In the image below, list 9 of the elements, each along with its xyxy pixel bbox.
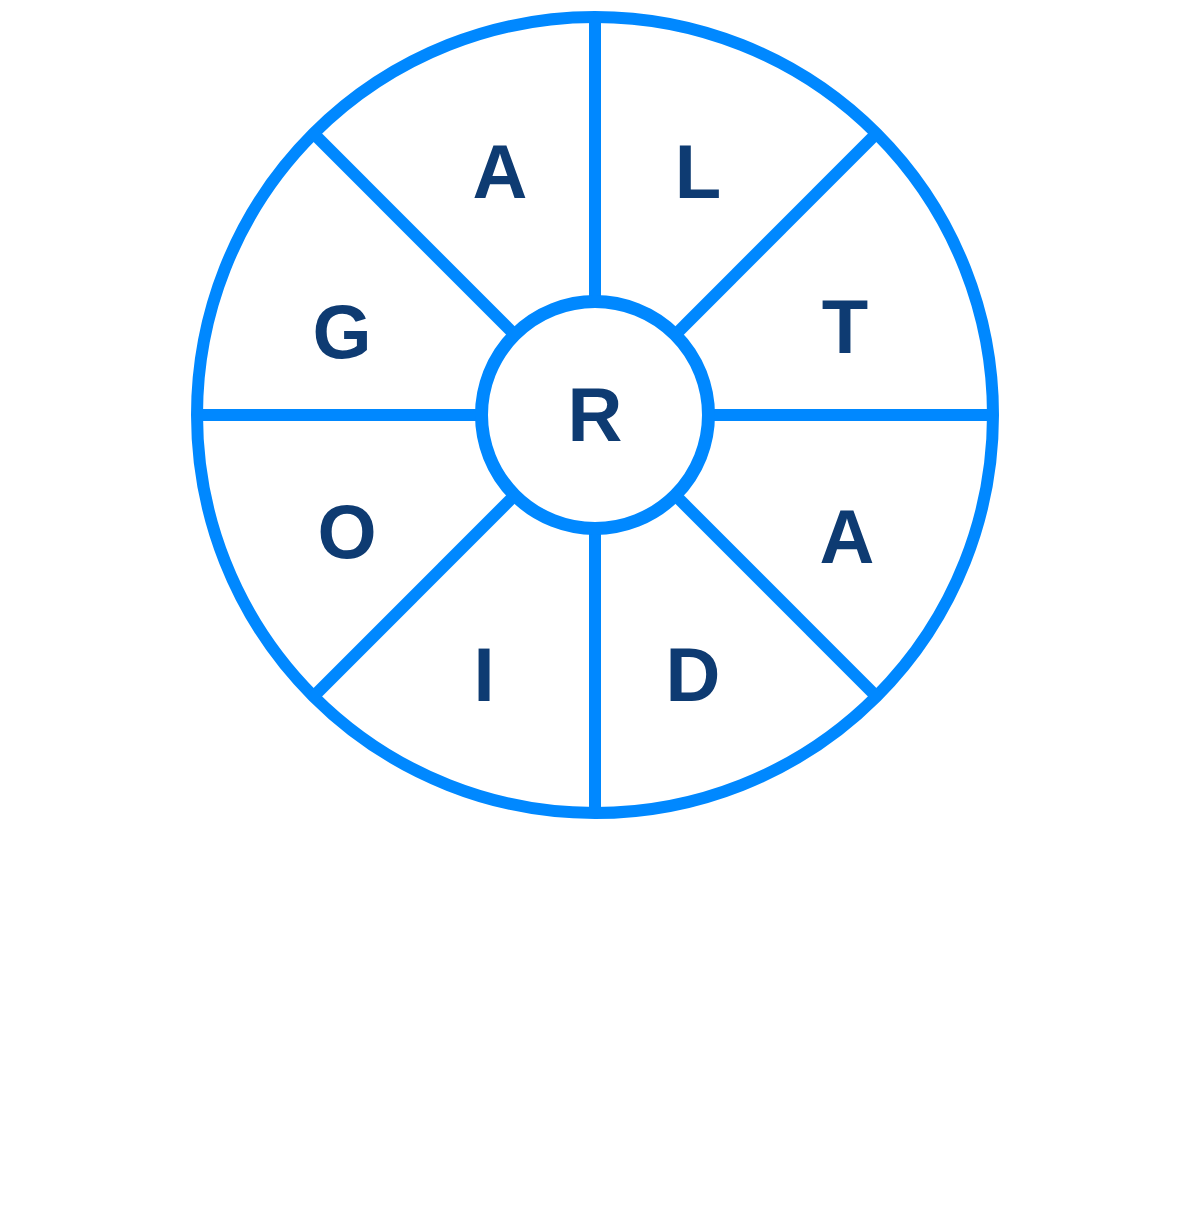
wheel-letter: D <box>648 630 738 720</box>
center-letter: R <box>567 377 623 453</box>
wheel-letter: T <box>800 282 890 372</box>
wheel-letter: A <box>802 492 892 582</box>
wheel-letter: L <box>653 127 743 217</box>
wheel-letter: O <box>302 487 392 577</box>
wheel-letter: A <box>455 127 545 217</box>
wheel-letter: G <box>297 287 387 377</box>
wheel-letter: I <box>439 630 529 720</box>
